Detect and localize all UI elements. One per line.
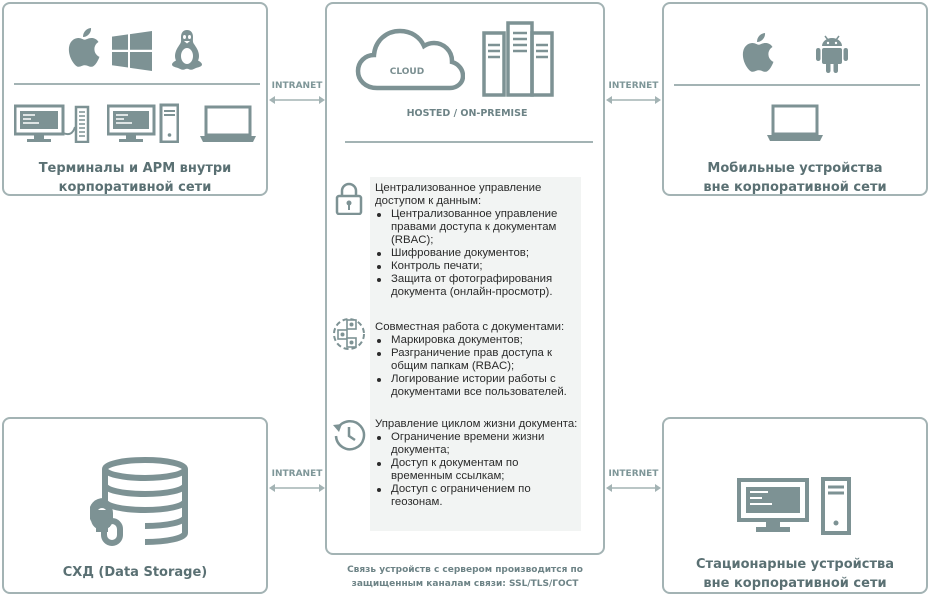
cloud-label: CLOUD: [389, 67, 425, 77]
list-item: Логирование истории работы с документами…: [370, 373, 581, 399]
list-item: Доступ с ограничением по геозонам.: [370, 483, 581, 509]
connection-bottom-right: INTERNET: [605, 469, 662, 495]
stationary-external-title: Стационарные устройства вне корпоративно…: [696, 557, 894, 591]
apple-icon: [742, 33, 776, 73]
database-link-icon: [90, 457, 190, 555]
connection-label: INTERNET: [608, 469, 659, 479]
divider: [345, 141, 593, 143]
laptop-icon: [200, 105, 260, 143]
list-item: Контроль печати;: [370, 260, 581, 273]
apple-icon: [68, 28, 102, 68]
desktop-pc-icon: [107, 103, 179, 143]
list-item: Ограничение времени жизни документа;: [370, 431, 581, 457]
double-arrow-icon: [269, 484, 325, 492]
linux-icon: [170, 30, 204, 70]
history-clock-icon: [332, 418, 366, 452]
desktop-terminal-icon: [14, 103, 90, 143]
connection-top-left: INTRANET: [268, 81, 326, 107]
hosting-label: HOSTED / ON-PREMISE: [406, 108, 528, 119]
double-arrow-icon: [606, 484, 661, 492]
connection-label: INTRANET: [271, 469, 323, 479]
feature-list: Маркировка документов; Разграничение пра…: [370, 334, 581, 399]
feature-access-control: Централизованное управление доступом к д…: [370, 182, 581, 299]
list-item: Доступ к документам по временным ссылкам…: [370, 457, 581, 483]
list-item: Защита от фотографирования документа (он…: [370, 273, 581, 299]
connection-top-right: INTERNET: [605, 81, 662, 107]
feature-heading: Управление циклом жизни документа:: [375, 418, 578, 430]
feature-heading: Централизованное управление доступом к д…: [375, 182, 542, 207]
feature-collaboration: Совместная работа с документами: Маркиро…: [370, 321, 581, 399]
windows-icon: [112, 31, 152, 71]
android-icon: [816, 34, 848, 74]
connection-label: INTERNET: [608, 81, 659, 91]
server-rack-icon: [482, 21, 554, 97]
feature-heading: Совместная работа с документами:: [375, 321, 565, 333]
list-item: Шифрование документов;: [370, 247, 581, 260]
internal-terminals-box: Терминалы и АРМ внутри корпоративной сет…: [2, 2, 268, 196]
lock-icon: [332, 181, 366, 216]
feature-lifecycle: Управление циклом жизни документа: Огран…: [370, 418, 581, 509]
features-panel: Централизованное управление доступом к д…: [370, 177, 581, 531]
divider: [14, 83, 260, 85]
laptop-icon: [767, 104, 827, 142]
connection-label: INTRANET: [271, 81, 323, 91]
internal-terminals-title: Терминалы и АРМ внутри корпоративной сет…: [38, 161, 232, 195]
mobile-external-title: Мобильные устройства вне корпоративной с…: [703, 161, 887, 195]
cloud-icon: [355, 28, 465, 92]
feature-list: Централизованное управление правами дост…: [370, 208, 581, 299]
collaboration-icon: [332, 317, 366, 351]
feature-list: Ограничение времени жизни документа; Дос…: [370, 431, 581, 509]
storage-box: СХД (Data Storage): [2, 417, 268, 594]
list-item: Маркировка документов;: [370, 334, 581, 347]
list-item: Централизованное управление правами дост…: [370, 208, 581, 247]
footnote: Связь устройств с сервером производится …: [347, 565, 583, 589]
list-item: Разграничение прав доступа к общим папка…: [370, 347, 581, 373]
mobile-external-box: Мобильные устройства вне корпоративной с…: [662, 2, 928, 196]
storage-title: СХД (Data Storage): [62, 565, 208, 580]
stationary-external-box: Стационарные устройства вне корпоративно…: [662, 417, 928, 594]
double-arrow-icon: [606, 96, 661, 104]
divider: [674, 84, 920, 86]
double-arrow-icon: [269, 96, 325, 104]
desktop-pc-icon: [737, 477, 853, 537]
connection-bottom-left: INTRANET: [268, 469, 326, 495]
